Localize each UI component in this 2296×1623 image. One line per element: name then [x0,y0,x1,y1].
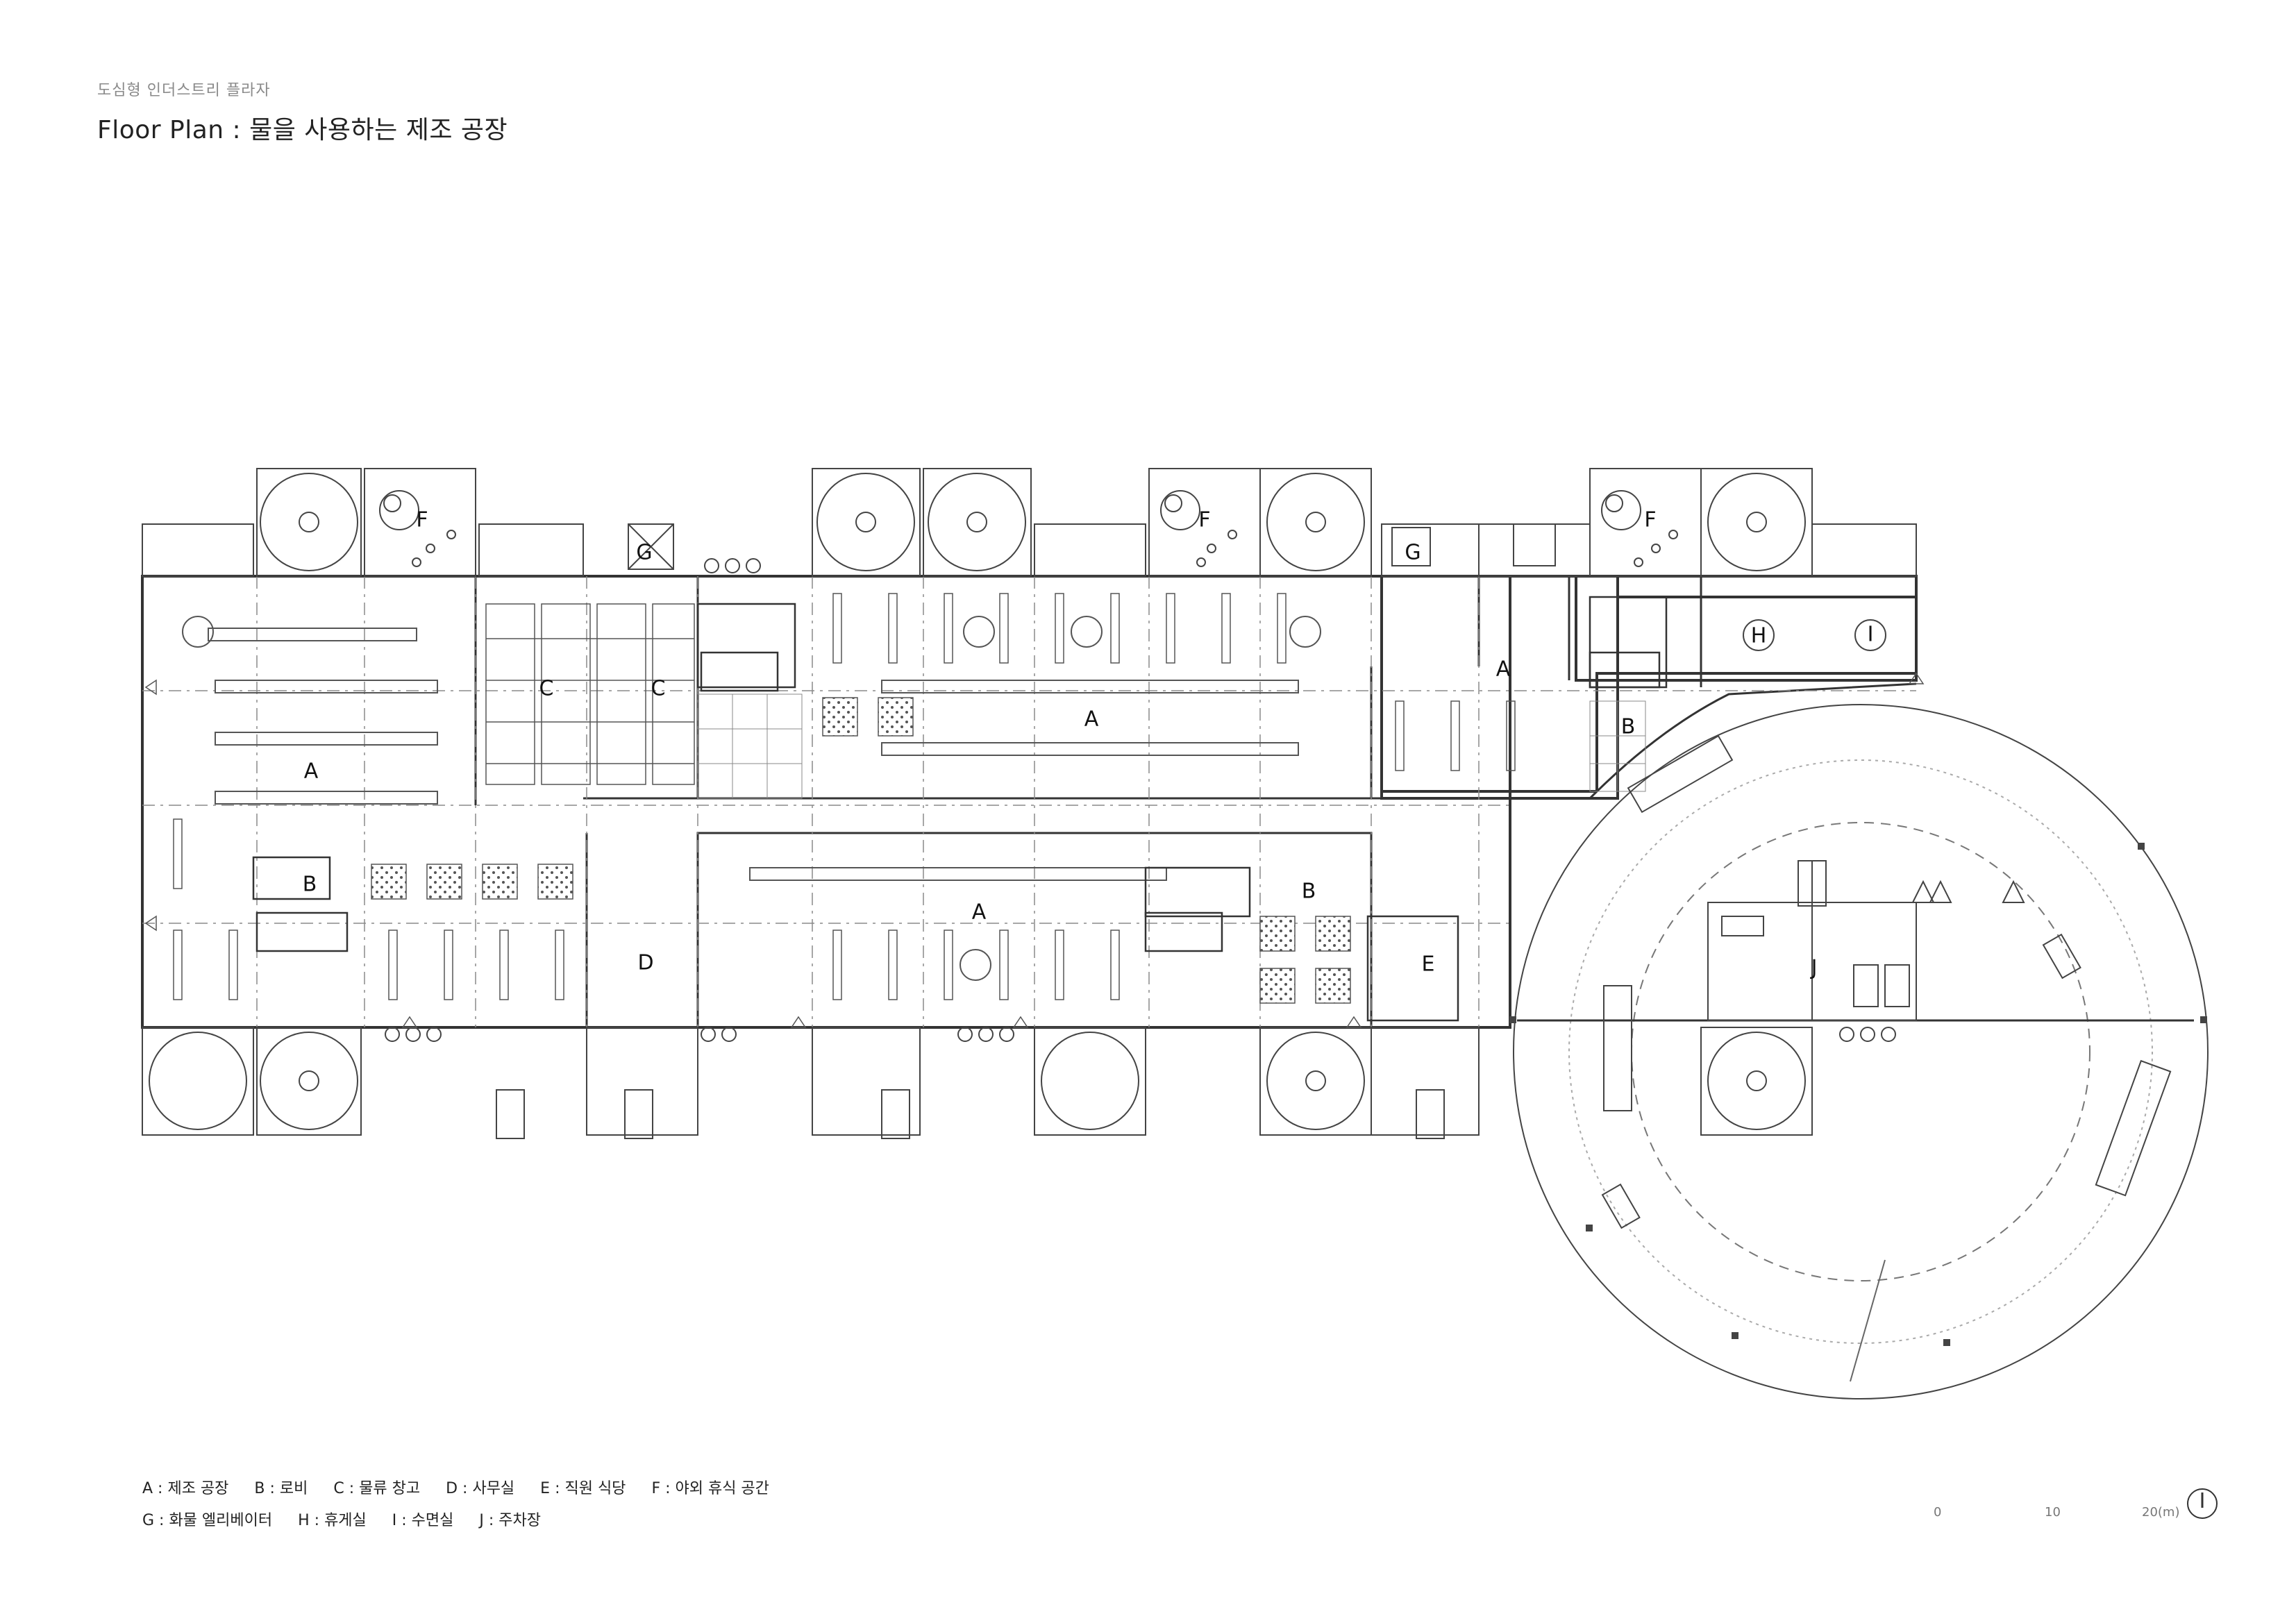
legend-item-c: C : 물류 창고 [333,1480,421,1497]
tank-modules-bottom [142,1027,1896,1139]
room-legend: A : 제조 공장 B : 로비 C : 물류 창고 D : 사무실 E : 직… [142,1473,790,1537]
legend-item-d: D : 사무실 [446,1480,515,1497]
project-subtitle: 도심형 인더스트리 플라자 [97,82,271,99]
room-label-g: G [1405,541,1421,565]
legend-item-a: A : 제조 공장 [142,1480,229,1497]
room-label-d: D [637,951,653,975]
legend-item-f: F : 야외 휴식 공간 [651,1480,769,1497]
production-lines [182,616,1321,981]
scale-tick-0: 0 [1934,1505,1942,1520]
legend-item-g: G : 화물 엘리베이터 [142,1512,273,1529]
room-label-g: G [636,541,652,565]
room-label-i: I [1868,623,1874,647]
interior-walls [474,576,1917,1029]
outdoor-terraces [364,468,1702,577]
room-label-h: H [1751,624,1767,648]
legend-item-j: J : 주차장 [479,1512,542,1529]
lobby-floor-grid [697,693,1646,799]
legend-row-2: G : 화물 엘리베이터 H : 휴게실 I : 수면실 J : 주차장 [142,1505,790,1537]
room-label-j: J [1810,956,1818,980]
building-outline [141,575,1918,1029]
structural-grid [142,576,1916,1027]
room-label-a: A [1496,657,1511,682]
legend-item-b: B : 로비 [254,1480,308,1497]
column-markers [144,672,1925,1028]
room-label-a: A [304,759,319,784]
room-label-e: E [1422,952,1435,977]
room-label-a: A [1084,707,1099,732]
room-label-f: F [1198,508,1210,532]
scale-tick-20: 20(m) [2142,1505,2180,1520]
pallet-areas [371,697,1351,1004]
legend-item-i: I : 수면실 [392,1512,454,1529]
legend-row-1: A : 제조 공장 B : 로비 C : 물류 창고 D : 사무실 E : 직… [142,1473,790,1505]
workstations [173,593,1516,1000]
room-label-f: F [416,508,428,532]
scale-tick-10: 10 [2045,1505,2061,1520]
room-label-c: C [539,677,554,701]
room-label-a: A [972,900,987,925]
room-label-f: F [1644,508,1656,532]
page-title: Floor Plan : 물을 사용하는 제조 공장 [97,116,508,144]
room-label-c: C [651,677,666,701]
service-cores [252,596,1668,1022]
room-label-b: B [1302,880,1316,904]
room-label-b: B [303,873,317,897]
north-arrow-icon [2187,1488,2218,1519]
storage-racks [485,603,695,785]
legend-item-e: E : 직원 식당 [540,1480,626,1497]
room-label-b: B [1621,715,1636,739]
legend-item-h: H : 휴게실 [298,1512,367,1529]
parking-rotunda [1509,704,2209,1399]
room-labels: A A A A B B B C C D E F F F G G H I J [303,508,1874,980]
